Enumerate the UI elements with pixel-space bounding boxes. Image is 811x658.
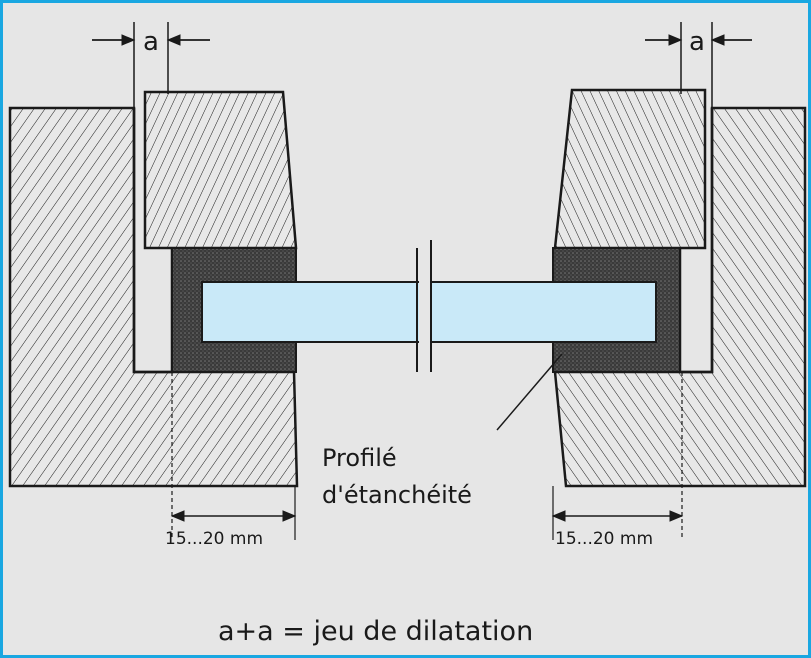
right-assembly xyxy=(551,22,807,540)
glass-right-part xyxy=(429,281,657,343)
left-glazing-bead xyxy=(143,90,298,250)
gap-label-right: a xyxy=(689,27,705,57)
seal-label-line1: Profilé xyxy=(322,444,397,472)
glass-left-part xyxy=(201,281,421,343)
right-dim-arrows xyxy=(551,510,684,522)
left-dim-arrows xyxy=(170,510,297,522)
glass-break-gap xyxy=(419,278,431,346)
glass-pane xyxy=(201,240,657,372)
gap-label-left: a xyxy=(143,27,159,57)
right-glazing-bead xyxy=(553,88,707,250)
right-gap-arrows xyxy=(645,34,752,46)
dim-label-right: 15...20 mm xyxy=(555,529,653,549)
seal-label-line2: d'étanchéité xyxy=(322,481,472,509)
seal-leader-line xyxy=(496,353,563,431)
dim-label-left: 15...20 mm xyxy=(165,529,263,549)
left-gap-arrows xyxy=(92,34,210,46)
caption: a+a = jeu de dilatation xyxy=(218,616,533,647)
